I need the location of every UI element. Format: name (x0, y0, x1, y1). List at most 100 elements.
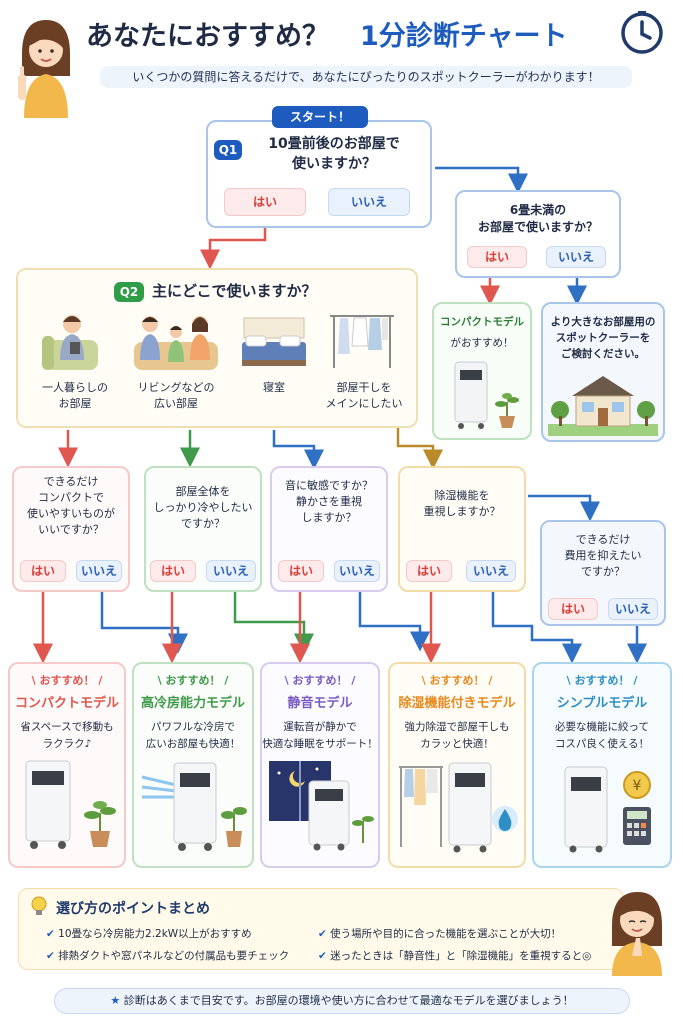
small-room-yes-button[interactable]: はい (467, 246, 527, 268)
subq-compact-line-4: いいですか？ (38, 523, 104, 536)
result-cooling-desc-2: 広いお部屋も快適！ (145, 738, 241, 750)
subq-compact-yes-button[interactable]: はい (20, 560, 66, 582)
family-illustration (134, 316, 218, 370)
result-quiet-tag: \ おすすめ！ / (284, 674, 356, 687)
subq-quiet-line-1: 音に敏感ですか？ (285, 479, 373, 492)
q2-option-laundry-line-2: メインにしたい (325, 397, 403, 410)
subq-compact-no-button[interactable]: いいえ (76, 560, 122, 582)
subq-cost-yes-button[interactable]: はい (548, 598, 598, 620)
result-cooling-card[interactable]: \ おすすめ！ / 高冷房能力モデル パワフルな冷房で 広いお部屋も快適！ (132, 662, 254, 868)
q2-option-bedroom[interactable]: 寝室 (236, 380, 312, 396)
subq-dehumidify-line-1: 除湿機能を (434, 489, 490, 502)
bigger-line-3: ご検討ください。 (561, 348, 645, 360)
subq-cooling-line-1: 部屋全体を (175, 485, 231, 498)
result-dehumidify-desc-2: カラッと快適！ (420, 738, 494, 750)
water-drop-icon (498, 809, 512, 831)
result-cooling-tag: \ おすすめ！ / (157, 674, 229, 687)
compact-suggestion-sub: がおすすめ！ (450, 337, 514, 349)
subq-dehumidify-line-2: 重視しますか？ (423, 505, 501, 518)
result-simple-desc-2: コスパ良く使える！ (554, 738, 650, 750)
subq-quiet-text: 音に敏感ですか？ 静かさを重視 しますか？ (274, 478, 384, 526)
q2-option-laundry-line-1: 部屋干しを (336, 381, 392, 394)
q1-no-button[interactable]: いいえ (328, 188, 410, 216)
result-quiet-desc: 運転音が静かで 快適な睡眠をサポート！ (262, 719, 378, 753)
simple-ac-icon: ¥ (564, 766, 651, 853)
compact-suggestion-box: コンパクトモデル がおすすめ！ (432, 302, 532, 440)
summary-point-1-text: 10畳なら冷房能力2.2kW以上がおすすめ (58, 928, 252, 940)
avatar-woman-pointing (14, 14, 78, 118)
q2-option-living-line-1: リビングなどの (137, 381, 215, 394)
subq-dehumidify-no-button[interactable]: いいえ (466, 560, 516, 582)
result-dehumidify-desc: 強力除湿で部屋干しも カラッと快適！ (390, 719, 524, 753)
quiet-ac-night-icon (269, 761, 374, 851)
star-icon: ★ (110, 994, 121, 1007)
clock-icon (619, 10, 665, 56)
summary-point-4: ✔ 迷ったときは「静音性」と「除湿機能」を重視すると◎ (318, 948, 591, 963)
subq-cooling-text: 部屋全体を しっかり冷やしたい ですか？ (148, 484, 258, 532)
subq-dehumidify-yes-button[interactable]: はい (406, 560, 452, 582)
q2-option-single-line-2: お部屋 (58, 397, 92, 410)
svg-text:¥: ¥ (633, 778, 642, 794)
single-person-illustration (42, 315, 98, 370)
laundry-rack-illustration (330, 315, 394, 368)
result-cooling-desc: パワフルな冷房で 広いお部屋も快適！ (134, 719, 252, 753)
check-icon: ✔ (318, 928, 327, 940)
house-icon (548, 376, 658, 436)
check-icon: ✔ (318, 950, 327, 962)
small-room-question: 6畳未満の お部屋で使いますか？ (460, 202, 616, 236)
q1-line-2: 使いますか？ (292, 156, 376, 172)
yen-coin-icon (623, 771, 651, 799)
subq-cost-no-button[interactable]: いいえ (608, 598, 658, 620)
summary-box (18, 888, 624, 970)
small-room-no-button[interactable]: いいえ (546, 246, 606, 268)
subq-cost-line-3: ですか？ (581, 565, 625, 578)
result-simple-desc-1: 必要な機能に絞って (555, 721, 649, 733)
cooling-ac-icon (141, 762, 247, 851)
subq-dehumidify-text: 除湿機能を 重視しますか？ (402, 488, 522, 520)
q1-question: 10畳前後のお部屋で 使いますか？ (244, 134, 424, 174)
q2-question: 主にどこで使いますか？ (152, 282, 317, 300)
summary-point-2: ✔ 使う場所や目的に合った機能を選ぶことが大切！ (318, 926, 561, 941)
lightbulb-icon (30, 896, 48, 922)
subq-cost-text: できるだけ 費用を抑えたい ですか？ (544, 532, 662, 580)
q2-option-living[interactable]: リビングなどの 広い部屋 (128, 380, 224, 412)
subq-cost-line-1: できるだけ (575, 533, 631, 546)
subq-quiet-line-2: 静かさを重視 (296, 495, 362, 508)
page-title: あなたにおすすめ？ (86, 21, 329, 52)
subq-cooling-no-button[interactable]: いいえ (206, 560, 256, 582)
q1-badge: Q1 (214, 140, 242, 160)
footer-note: ★ 診断はあくまで目安です。お部屋の環境や使い方に合わせて最適なモデルを選びまし… (54, 988, 630, 1014)
result-compact-card[interactable]: \ おすすめ！ / コンパクトモデル 省スペースで移動も ラクラク♪ (8, 662, 126, 868)
check-icon: ✔ (46, 928, 55, 940)
summary-title: 選び方のポイントまとめ (56, 901, 210, 917)
result-dehumidify-desc-1: 強力除湿で部屋干しも (404, 721, 510, 733)
compact-suggestion-title: コンパクトモデル (440, 316, 524, 328)
q2-option-laundry[interactable]: 部屋干しを メインにしたい (316, 380, 412, 412)
q2-option-single-line-1: 一人暮らしの (42, 381, 108, 394)
result-compact-name: コンパクトモデル (14, 696, 119, 711)
subq-compact-text: できるだけ コンパクトで 使いやすいものが いいですか？ (16, 474, 126, 538)
bigger-line-2: スポットクーラーを (555, 332, 651, 344)
result-simple-card[interactable]: \ おすすめ！ / シンプルモデル 必要な機能に絞って コスパ良く使える！ ¥ (532, 662, 672, 868)
subq-compact-line-1: できるだけ (43, 475, 99, 488)
subq-cost-line-2: 費用を抑えたい (564, 549, 642, 562)
result-dehumidify-card[interactable]: \ おすすめ！ / 除湿機能付きモデル 強力除湿で部屋干しも カラッと快適！ (388, 662, 526, 868)
summary-point-3: ✔ 排熱ダクトや窓パネルなどの付属品も要チェック (46, 948, 289, 963)
subq-compact-line-3: 使いやすいものが (27, 507, 115, 520)
q2-option-single[interactable]: 一人暮らしの お部屋 (30, 380, 120, 412)
result-simple-desc: 必要な機能に絞って コスパ良く使える！ (534, 719, 670, 753)
dehumidify-ac-icon (399, 762, 518, 853)
summary-point-2-text: 使う場所や目的に合った機能を選ぶことが大切！ (330, 928, 562, 940)
subq-quiet-no-button[interactable]: いいえ (334, 560, 380, 582)
result-quiet-name: 静音モデル (287, 696, 353, 711)
subq-cooling-yes-button[interactable]: はい (150, 560, 196, 582)
q1-yes-button[interactable]: はい (224, 188, 306, 216)
bedroom-illustration (242, 317, 306, 366)
bigger-line-1: より大きなお部屋用の (550, 316, 656, 328)
result-compact-desc-2: ラクラク♪ (42, 738, 92, 750)
result-quiet-desc-2: 快適な睡眠をサポート！ (262, 738, 378, 750)
result-quiet-card[interactable]: \ おすすめ！ / 静音モデル 運転音が静かで 快適な睡眠をサポート！ (260, 662, 380, 868)
footer-text: 診断はあくまで目安です。お部屋の環境や使い方に合わせて最適なモデルを選びましょう… (123, 994, 574, 1007)
result-simple-name: シンプルモデル (556, 696, 648, 711)
subq-quiet-yes-button[interactable]: はい (278, 560, 324, 582)
